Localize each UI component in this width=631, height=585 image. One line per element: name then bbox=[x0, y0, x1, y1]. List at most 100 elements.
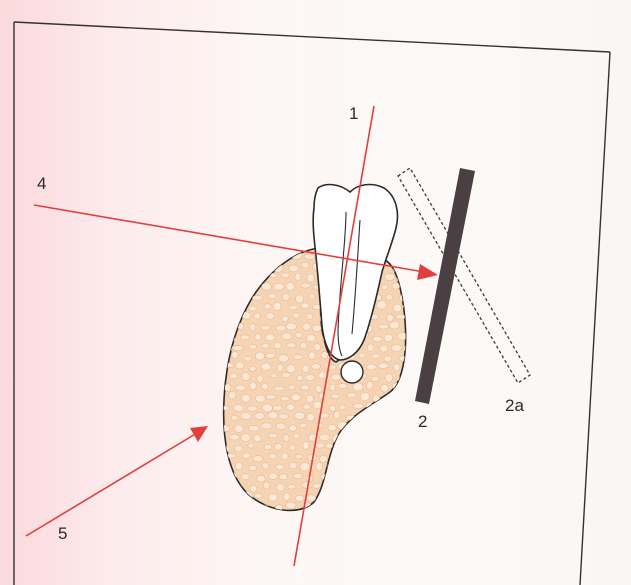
bone-pore bbox=[249, 344, 257, 349]
label-4: 4 bbox=[37, 175, 46, 192]
bone-pore bbox=[241, 474, 250, 480]
bone-pore bbox=[255, 395, 265, 402]
bone-pore bbox=[282, 372, 290, 378]
bone-pore bbox=[303, 323, 311, 331]
bone-pore bbox=[289, 425, 297, 431]
bone-pore bbox=[385, 374, 392, 382]
bone-pore bbox=[366, 381, 373, 389]
bone-pore bbox=[238, 263, 246, 269]
bone-pore bbox=[276, 326, 287, 331]
bone-pore bbox=[282, 294, 289, 301]
bone-pore bbox=[365, 503, 375, 511]
bone-pore bbox=[248, 406, 258, 411]
bone-pore bbox=[288, 385, 295, 390]
bone-pore bbox=[302, 365, 309, 372]
bone-pore bbox=[397, 454, 407, 460]
bone-pore bbox=[274, 443, 281, 450]
bone-pore bbox=[314, 344, 320, 351]
bone-pore bbox=[252, 296, 262, 301]
bone-pore bbox=[235, 446, 243, 452]
bone-pore bbox=[271, 374, 278, 378]
bone-pore bbox=[359, 495, 365, 501]
bone-pore bbox=[301, 303, 309, 309]
bone-pore bbox=[407, 502, 414, 508]
bone-pore bbox=[261, 325, 271, 330]
bone-pore bbox=[329, 365, 336, 370]
bone-pore bbox=[241, 413, 251, 420]
bone-pore bbox=[242, 373, 250, 381]
bone-pore bbox=[277, 364, 283, 371]
bone-pore bbox=[345, 475, 354, 480]
bone-pore bbox=[276, 423, 286, 430]
bone-pore bbox=[380, 345, 388, 352]
bone-pore bbox=[282, 316, 288, 322]
bone-pore bbox=[353, 383, 364, 391]
bone-pore bbox=[265, 334, 275, 341]
bone-pore bbox=[228, 295, 239, 300]
bone-pore bbox=[332, 435, 342, 443]
bone-pore bbox=[234, 425, 243, 432]
bone-pore bbox=[360, 393, 370, 401]
bone-pore bbox=[361, 456, 367, 460]
bone-pore bbox=[331, 374, 340, 381]
bone-pore bbox=[333, 475, 343, 480]
bone-pore bbox=[221, 263, 230, 270]
bone-pore bbox=[260, 263, 270, 268]
bone-pore bbox=[291, 394, 301, 401]
bone-pore bbox=[369, 434, 379, 440]
bone-pore bbox=[228, 276, 238, 281]
bone-pore bbox=[291, 251, 302, 259]
bone-pore bbox=[301, 262, 309, 268]
bone-pore bbox=[397, 377, 408, 382]
bone-pore bbox=[304, 254, 315, 259]
bone-pore bbox=[242, 492, 253, 500]
bone-pore bbox=[321, 352, 328, 359]
bone-pore bbox=[261, 363, 271, 370]
bone-pore bbox=[260, 505, 269, 510]
bone-pore bbox=[235, 462, 242, 470]
bone-pore bbox=[405, 281, 411, 288]
bone-pore bbox=[249, 306, 257, 311]
bone-pore bbox=[231, 415, 238, 420]
bone-pore bbox=[347, 393, 356, 398]
bone-pore bbox=[265, 395, 276, 399]
bone-pore bbox=[353, 404, 364, 409]
bone-pore bbox=[268, 493, 277, 501]
bone-pore bbox=[268, 412, 278, 420]
bone-pore bbox=[384, 334, 393, 342]
bone-pore bbox=[235, 362, 244, 369]
bone-pore bbox=[274, 386, 285, 390]
bone-pore bbox=[255, 334, 261, 340]
bone-pore bbox=[261, 384, 268, 390]
frame-right-line bbox=[580, 52, 610, 585]
bone-pore bbox=[296, 332, 303, 338]
bone-pore bbox=[312, 483, 320, 488]
bone-pore bbox=[366, 422, 376, 430]
bone-pore bbox=[297, 375, 303, 381]
bone-pore bbox=[383, 475, 393, 483]
bone-pore bbox=[387, 314, 394, 321]
bone-pore bbox=[282, 273, 290, 278]
bone-pore bbox=[307, 274, 315, 282]
bone-pore bbox=[229, 374, 237, 379]
bone-pore bbox=[274, 283, 284, 290]
bone-pore bbox=[253, 435, 261, 442]
bone-pore bbox=[371, 413, 378, 419]
bone-pore bbox=[223, 481, 232, 489]
bone-pore bbox=[309, 352, 316, 360]
bone-pore bbox=[262, 404, 273, 412]
bone-pore bbox=[384, 273, 395, 280]
bone-pore bbox=[293, 433, 300, 438]
bone-pore bbox=[286, 323, 297, 330]
label-2: 2 bbox=[418, 413, 427, 430]
bone-pore bbox=[255, 494, 263, 499]
bone-pore bbox=[307, 334, 316, 341]
bone-pore bbox=[371, 473, 379, 478]
bone-pore bbox=[235, 501, 246, 509]
bone-pore bbox=[242, 312, 251, 319]
bone-pore bbox=[338, 384, 347, 389]
bone-pore bbox=[334, 411, 341, 419]
bone-pore bbox=[328, 425, 336, 431]
bone-pore bbox=[378, 324, 388, 329]
bone-pore bbox=[254, 313, 261, 319]
